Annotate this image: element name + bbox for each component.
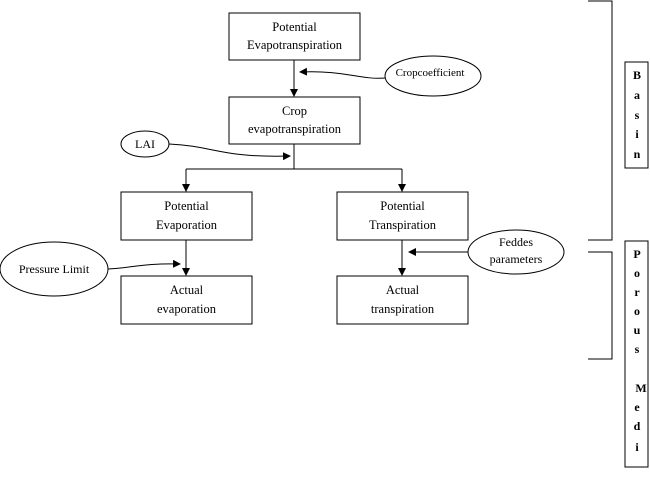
side-label-porous-media: P o r o u s M e d i bbox=[624, 240, 649, 468]
porous-letter: r bbox=[634, 285, 640, 299]
ellipse-cropcoefficient: Cropcoefficient bbox=[384, 55, 482, 97]
box-potential-evaporation-line1: Potential bbox=[164, 199, 209, 213]
media-letter: d bbox=[634, 419, 641, 433]
basin-letter: i bbox=[635, 127, 639, 141]
media-letter: e bbox=[634, 400, 640, 414]
bracket-porous-media bbox=[588, 251, 613, 360]
box-actual-evaporation: Actual evaporation bbox=[120, 275, 253, 325]
box-actual-evaporation-line2: evaporation bbox=[157, 302, 217, 316]
media-letter: M bbox=[635, 381, 646, 395]
ellipse-pressure-limit: Pressure Limit bbox=[0, 241, 109, 297]
cropcoefficient-label: Cropcoefficient bbox=[396, 67, 465, 79]
porous-letter: o bbox=[634, 304, 640, 318]
basin-letter: n bbox=[634, 147, 641, 161]
box-actual-transpiration: Actual transpiration bbox=[336, 275, 469, 325]
box-actual-transpiration-line1: Actual bbox=[386, 283, 420, 297]
porous-letter: s bbox=[635, 342, 640, 356]
ellipse-feddes-parameters: Feddes parameters bbox=[467, 229, 565, 275]
box-potential-transpiration: Potential Transpiration bbox=[336, 191, 469, 241]
box-potential-transpiration-line1: Potential bbox=[380, 199, 425, 213]
box-potential-evapotranspiration-line1: Potential bbox=[272, 20, 317, 34]
box-potential-evaporation-line2: Evaporation bbox=[156, 218, 218, 232]
porous-letter: P bbox=[633, 247, 640, 261]
box-potential-evapotranspiration-line2: Evapotranspiration bbox=[247, 38, 343, 52]
ellipse-lai: LAI bbox=[120, 130, 170, 158]
lai-label: LAI bbox=[135, 137, 155, 151]
arrow-cropcoefficient bbox=[299, 67, 386, 79]
feddes-label-line2: parameters bbox=[490, 252, 543, 266]
box-crop-evapotranspiration-line1: Crop bbox=[282, 104, 307, 118]
box-potential-transpiration-line2: Transpiration bbox=[369, 218, 437, 232]
feddes-label-line1: Feddes bbox=[499, 235, 533, 249]
media-letter: i bbox=[635, 440, 639, 454]
arrow-lai bbox=[168, 143, 291, 161]
porous-letter: o bbox=[634, 266, 640, 280]
pressure-limit-label: Pressure Limit bbox=[19, 262, 90, 276]
box-actual-transpiration-line2: transpiration bbox=[371, 302, 435, 316]
arrow-pressure-limit bbox=[107, 259, 181, 270]
box-crop-evapotranspiration-line2: evapotranspiration bbox=[248, 122, 342, 136]
box-crop-evapotranspiration: Crop evapotranspiration bbox=[228, 96, 361, 145]
side-label-basin: B a s i n bbox=[624, 61, 649, 169]
box-potential-evapotranspiration: Potential Evapotranspiration bbox=[228, 12, 361, 61]
box-potential-evaporation: Potential Evaporation bbox=[120, 191, 253, 241]
basin-letter: s bbox=[635, 108, 640, 122]
bracket-basin bbox=[588, 0, 613, 241]
porous-letter: u bbox=[634, 323, 641, 337]
basin-letter: a bbox=[634, 88, 640, 102]
box-actual-evaporation-line1: Actual bbox=[170, 283, 204, 297]
basin-letter: B bbox=[633, 68, 641, 82]
